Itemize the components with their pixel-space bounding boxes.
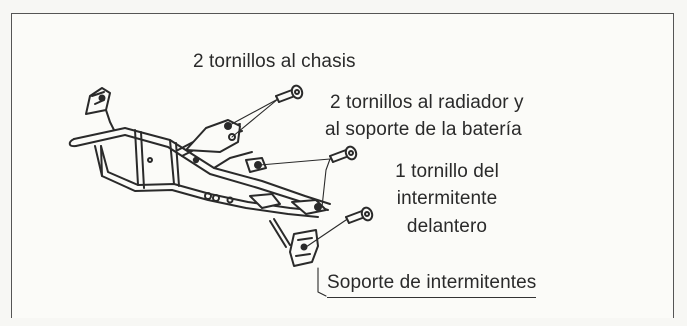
turn-signal-bolt bbox=[345, 206, 374, 224]
bracket-frame bbox=[68, 119, 331, 248]
leader-lines bbox=[227, 98, 347, 297]
label-radiator-bolts-line1: 2 tornillos al radiador y bbox=[330, 92, 524, 113]
label-chassis-bolts: 2 tornillos al chasis bbox=[193, 51, 356, 72]
label-turn-signal-bracket: Soporte de intermitentes bbox=[327, 270, 537, 298]
left-signal-mount bbox=[85, 87, 115, 131]
label-turn-signal-bolt-line3: delantero bbox=[406, 216, 488, 237]
right-signal-mount bbox=[289, 229, 319, 267]
label-turn-signal-bolt-line2: intermitente bbox=[396, 188, 498, 209]
diagram-frame bbox=[11, 13, 674, 318]
label-radiator-bolts-line2: al soporte de la batería bbox=[325, 119, 522, 140]
radiator-bolt bbox=[329, 145, 358, 163]
chassis-bolt bbox=[275, 84, 304, 103]
label-turn-signal-bolt-line1: 1 tornillo del bbox=[395, 161, 499, 182]
